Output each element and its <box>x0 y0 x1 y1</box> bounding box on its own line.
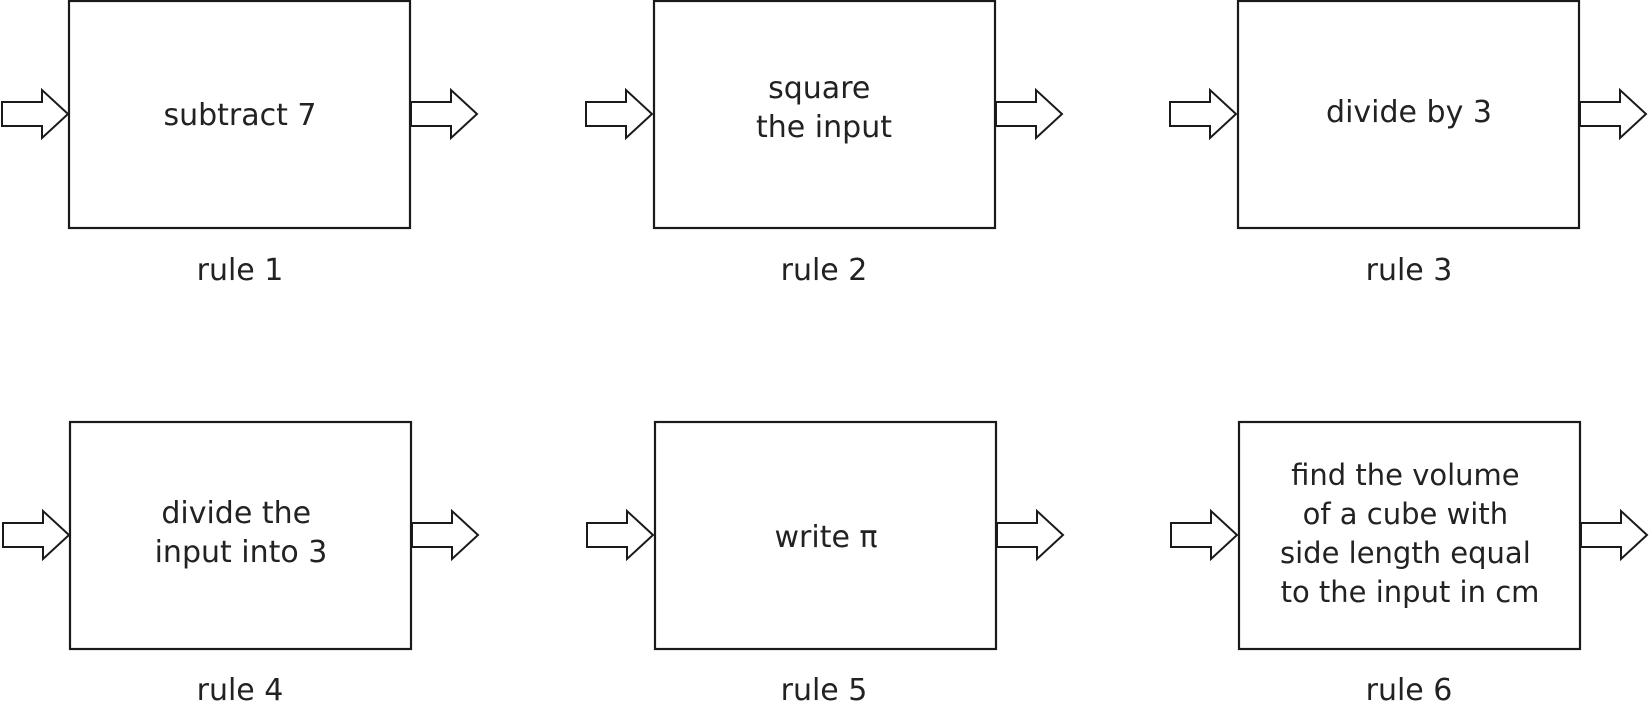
rule-box <box>67 0 412 230</box>
rule-box <box>653 420 998 651</box>
rule-text: divide the input into 3 <box>155 496 328 570</box>
rule-label: rule 2 <box>781 253 868 288</box>
rule-box <box>68 420 413 651</box>
rule-text-line: divide by 3 <box>1326 95 1492 130</box>
rule-machine-6: find the volume of a cube with side leng… <box>1170 420 1649 708</box>
rule-text: write π <box>774 520 877 555</box>
rule-box <box>652 0 997 230</box>
rule-text-line: write π <box>774 520 877 555</box>
rule-text-line: subtract 7 <box>163 98 316 133</box>
rule-text: divide by 3 <box>1326 95 1492 130</box>
output-arrow-icon <box>996 508 1065 562</box>
rule-text-line: to the input in cm <box>1281 575 1540 609</box>
rule-machine-3: divide by 3 rule 3 <box>1169 0 1648 288</box>
rule-text: find the volume of a cube with side leng… <box>1280 458 1540 609</box>
rule-machine-4: divide the input into 3 rule 4 <box>2 420 480 708</box>
rule-text-line: of a cube with <box>1303 497 1508 531</box>
rule-text: subtract 7 <box>163 98 316 133</box>
output-arrow-icon <box>410 87 479 141</box>
input-arrow-icon <box>1 87 70 141</box>
rule-text-line: divide the <box>161 496 311 531</box>
output-arrow-icon <box>1579 87 1648 141</box>
input-arrow-icon <box>1170 508 1239 562</box>
output-arrow-icon <box>1580 508 1649 562</box>
rule-text-line: find the volume <box>1291 458 1520 492</box>
rule-label: rule 3 <box>1366 253 1453 288</box>
rule-text: square the input <box>756 71 892 145</box>
output-arrow-icon <box>411 508 480 562</box>
rule-label: rule 1 <box>197 253 284 288</box>
rule-box <box>1236 0 1581 230</box>
rule-machine-2: square the input rule 2 <box>585 0 1064 288</box>
rule-text-line: square <box>768 71 870 106</box>
input-arrow-icon <box>2 508 71 562</box>
rule-text-line: side length equal <box>1280 536 1531 570</box>
rule-machine-1: subtract 7 rule 1 <box>1 0 479 288</box>
rule-label: rule 6 <box>1366 673 1453 708</box>
input-arrow-icon <box>1169 87 1238 141</box>
output-arrow-icon <box>995 87 1064 141</box>
input-arrow-icon <box>585 87 654 141</box>
rule-text-line: the input <box>756 110 892 145</box>
rule-text-line: input into 3 <box>155 535 328 570</box>
input-arrow-icon <box>586 508 655 562</box>
rule-label: rule 4 <box>197 673 284 708</box>
rule-label: rule 5 <box>781 673 868 708</box>
rule-box <box>1237 420 1582 651</box>
rule-machine-5: write π rule 5 <box>586 420 1065 708</box>
